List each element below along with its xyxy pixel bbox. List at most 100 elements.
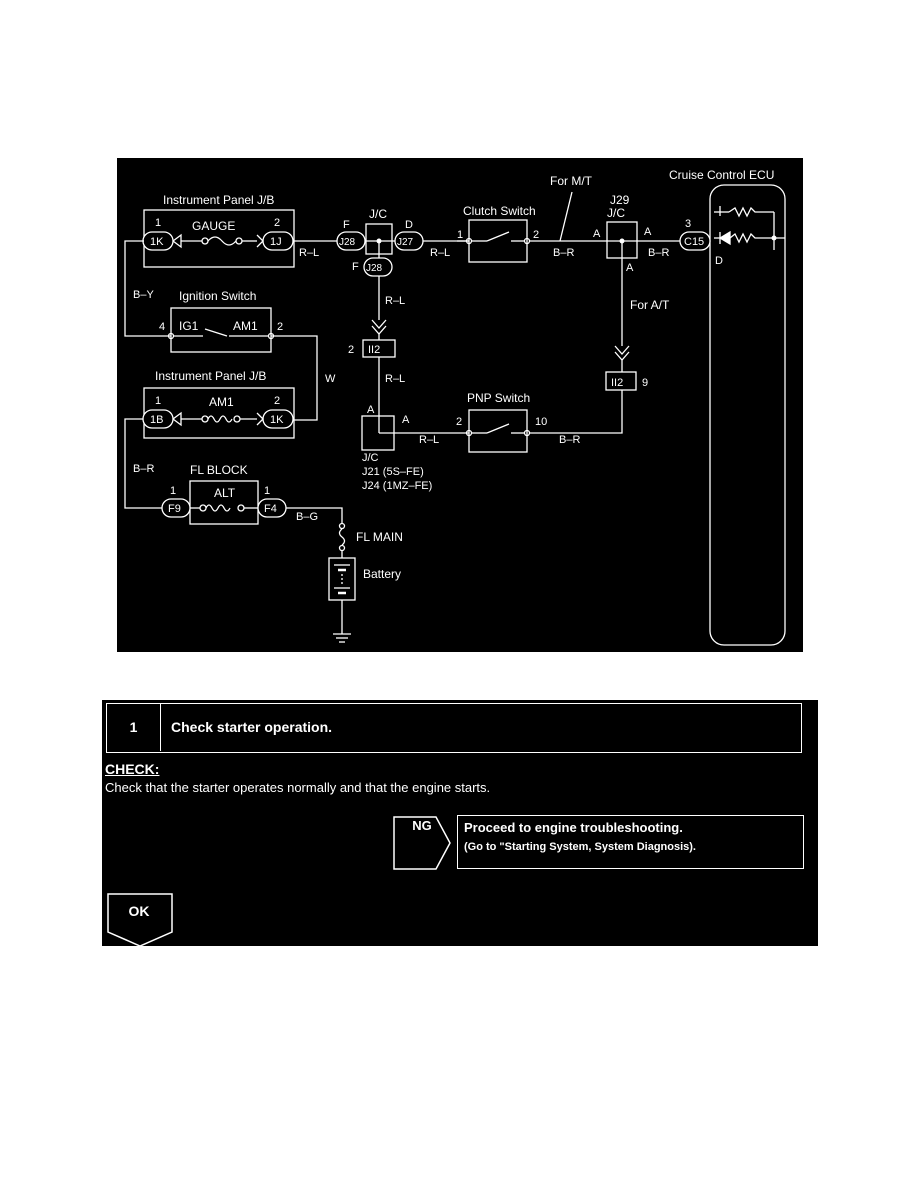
wire-label-rl-3: R–L xyxy=(385,373,405,385)
wire-label-rl-1: R–L xyxy=(299,247,319,259)
check-label: CHECK: xyxy=(105,761,160,777)
for-at-label: For A/T xyxy=(630,298,670,312)
jc-top-title: J/C xyxy=(369,207,387,221)
jb-top-pin2: 2 xyxy=(274,217,280,229)
wire-label-by: B–Y xyxy=(133,289,154,301)
connector-f4-label: F4 xyxy=(264,503,277,515)
connector-j27-label: J27 xyxy=(397,237,414,248)
wire-by xyxy=(124,240,171,337)
for-mt-label: For M/T xyxy=(550,174,593,188)
ng-reference-text: (Go to "Starting System, System Diagnosi… xyxy=(464,841,696,853)
jc-top-f-label: F xyxy=(343,219,350,231)
ng-result-box: Proceed to engine troubleshooting. (Go t… xyxy=(457,815,804,869)
j29-a-left: A xyxy=(593,228,601,240)
ok-label: OK xyxy=(128,903,150,919)
ign-ig1-label: IG1 xyxy=(179,319,199,333)
wire-pnp-ii2 xyxy=(529,390,623,434)
ecu-d-label: D xyxy=(715,255,723,267)
battery-icon xyxy=(334,564,350,595)
pnp-switch-title: PNP Switch xyxy=(467,391,530,405)
connector-ii2-left-pin: 2 xyxy=(348,344,354,356)
ok-arrow-icon xyxy=(107,893,173,947)
clutch-switch-contact xyxy=(457,231,531,245)
wire-label-rl-4: R–L xyxy=(419,434,439,446)
jb-bottom-pin1: 1 xyxy=(155,395,161,407)
jb-bottom-title: Instrument Panel J/B xyxy=(155,369,266,383)
jc-top-d-label: D xyxy=(405,219,413,231)
wire-label-br-3: B–R xyxy=(559,434,580,446)
connector-1k-label: 1K xyxy=(150,236,164,248)
connector-j28-label: J28 xyxy=(339,237,356,248)
pnp-switch-contact xyxy=(465,423,531,437)
ecu-box xyxy=(709,184,786,646)
fl-block-pin1a: 1 xyxy=(170,485,176,497)
ng-action-text: Proceed to engine troubleshooting. xyxy=(464,820,683,835)
check-procedure-panel: 1 Check starter operation. CHECK: Check … xyxy=(102,700,818,947)
connector-ii2-left-label: II2 xyxy=(368,344,380,356)
pnp-pin2: 2 xyxy=(456,416,462,428)
connector-ii2-right xyxy=(605,371,637,391)
connector-1j-label: 1J xyxy=(270,236,282,248)
pnp-pin10: 10 xyxy=(535,416,547,428)
wire-br-lower xyxy=(124,418,162,509)
jb-bottom-am1-label: AM1 xyxy=(209,395,234,409)
j29-title: J29 xyxy=(610,193,630,207)
ground-icon xyxy=(333,633,351,643)
ng-arrow-icon xyxy=(393,816,451,870)
connector-1b-label: 1B xyxy=(150,414,163,426)
jc-lower-a2: A xyxy=(402,414,410,426)
gauge-fuse xyxy=(172,233,264,249)
clutch-pin2: 2 xyxy=(533,229,539,241)
connector-ii2-right-label: II2 xyxy=(611,377,623,389)
connector-c15 xyxy=(679,231,711,251)
ign-pin4: 4 xyxy=(159,321,165,333)
connector-j28-bottom xyxy=(363,257,393,277)
wire-label-rl-v: R–L xyxy=(385,295,405,307)
connector-c15-label: C15 xyxy=(684,236,704,248)
fl-block-title: FL BLOCK xyxy=(190,463,248,477)
wire-label-w: W xyxy=(325,373,336,385)
ign-am1-label: AM1 xyxy=(233,319,258,333)
jb-bottom-pin2: 2 xyxy=(274,395,280,407)
wire-label-br-2: B–R xyxy=(648,247,669,259)
for-mt-pointer xyxy=(559,191,573,242)
check-description: Check that the starter operates normally… xyxy=(105,780,491,795)
wire-w xyxy=(271,335,318,421)
jc-lower-a1: A xyxy=(367,404,375,416)
jb-top-pin1: 1 xyxy=(155,217,161,229)
j29-jc-title: J/C xyxy=(607,206,625,220)
wire-label-br-1: B–R xyxy=(553,247,574,259)
ng-label: NG xyxy=(412,818,432,833)
fl-main-label: FL MAIN xyxy=(356,530,403,544)
fl-main-fusible-link xyxy=(338,522,346,552)
jc-lower-title: J/C xyxy=(362,452,379,464)
fl-block-box xyxy=(189,480,259,525)
alt-fusible-link xyxy=(190,504,258,512)
ecu-pin-3: 3 xyxy=(685,218,691,230)
jc-lower-j21: J21 (5S–FE) xyxy=(362,466,424,478)
pnp-switch-box xyxy=(468,409,528,453)
battery-label: Battery xyxy=(363,567,401,581)
wire-label-bg: B–G xyxy=(296,511,318,523)
ecu-title: Cruise Control ECU xyxy=(669,168,774,182)
step-number: 1 xyxy=(107,704,161,751)
fl-block-pin1b: 1 xyxy=(264,485,270,497)
clutch-pin1: 1 xyxy=(457,229,463,241)
step-title: Check starter operation. xyxy=(171,719,333,735)
jb-bottom-box xyxy=(143,387,295,439)
gauge-fuse-label: GAUGE xyxy=(192,219,235,233)
step-header: 1 Check starter operation. xyxy=(106,703,802,753)
wiring-diagram: Cruise Control ECU D 3 Instrument Panel … xyxy=(117,158,803,652)
alt-fuse-label: ALT xyxy=(214,486,236,500)
wire-label-rl-2: R–L xyxy=(430,247,450,259)
ignition-switch-contact xyxy=(167,328,275,340)
jb-top-title: Instrument Panel J/B xyxy=(163,193,274,207)
connector-f9-label: F9 xyxy=(168,503,181,515)
jc-bottom-f-label: F xyxy=(352,261,359,273)
connector-1k2-label: 1K xyxy=(270,414,284,426)
j29-a-right: A xyxy=(644,226,652,238)
wire-bg xyxy=(286,507,343,523)
connector-ii2-right-pin: 9 xyxy=(642,377,648,389)
wire-label-br-4: B–R xyxy=(133,463,154,475)
wiring-diagram-svg: Cruise Control ECU D 3 Instrument Panel … xyxy=(124,168,786,646)
